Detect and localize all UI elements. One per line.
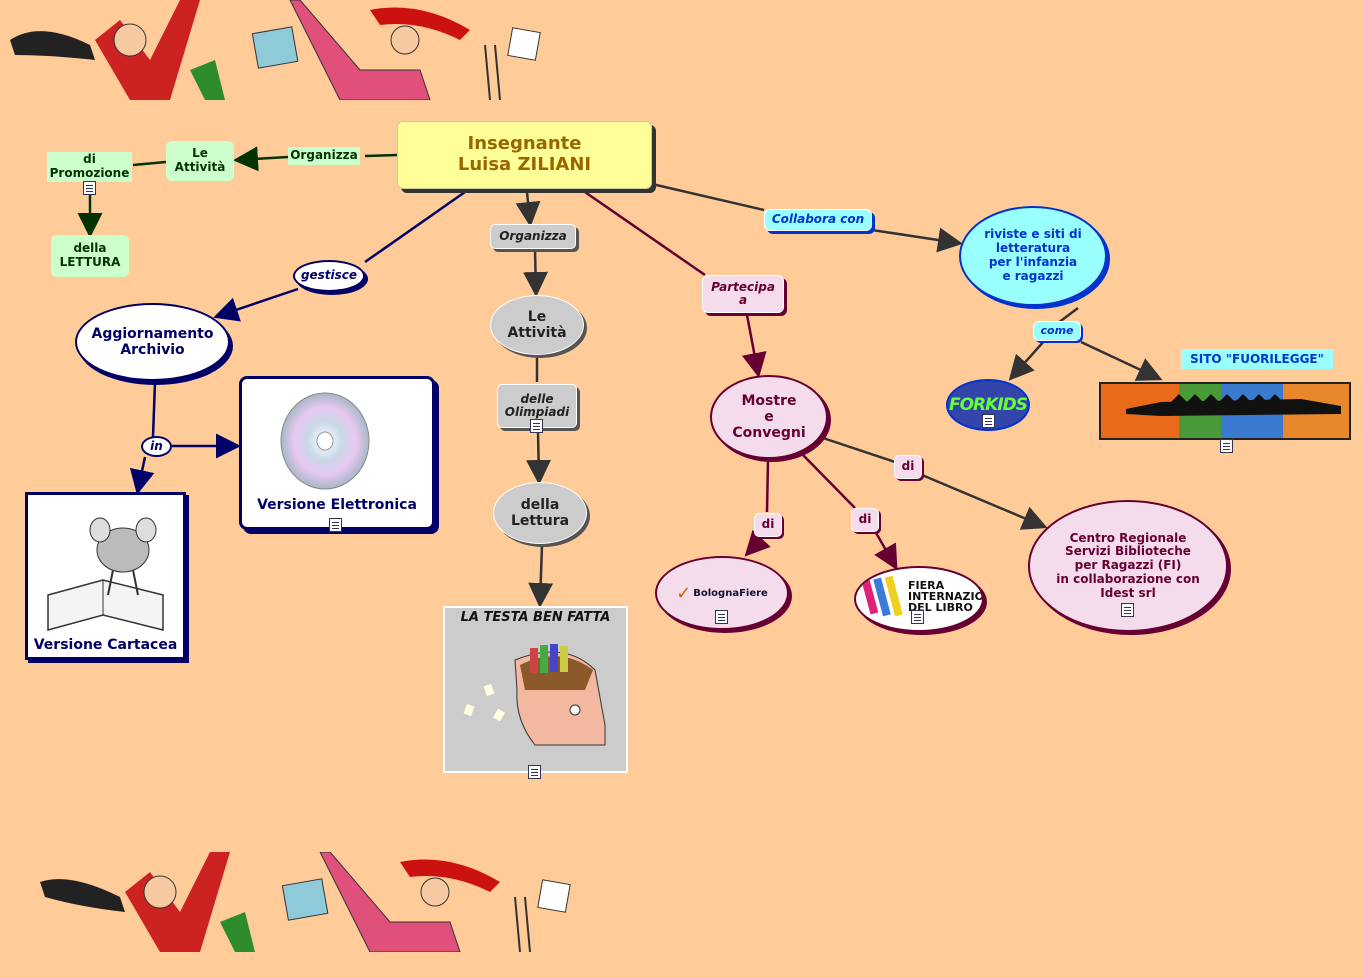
document-icon-bologna[interactable] xyxy=(715,610,728,624)
central-node-line2: Luisa ZILIANI xyxy=(457,154,592,175)
document-icon-promozione[interactable] xyxy=(83,181,96,195)
central-node-insegnante[interactable]: Insegnante Luisa ZILIANI xyxy=(397,121,652,189)
link-label-in[interactable]: in xyxy=(141,436,172,457)
testa-ben-fatta-title: LA TESTA BEN FATTA xyxy=(460,610,611,625)
bologna-fiere-logo-text: BolognaFiere xyxy=(693,587,768,599)
node-versione-cartacea[interactable]: Versione Cartacea xyxy=(25,492,186,660)
crocodile-banner-image xyxy=(1101,384,1349,438)
node-forkids[interactable]: FORKIDS xyxy=(946,379,1030,431)
versione-elettronica-label: Versione Elettronica xyxy=(257,497,417,513)
node-le-attivita-center[interactable]: Le Attività xyxy=(490,295,584,355)
link-label-di-1[interactable]: di xyxy=(754,513,782,537)
checkmark-logo-icon: ✓ xyxy=(676,582,692,604)
link-label-collabora-con[interactable]: Collabora con xyxy=(764,209,872,231)
forkids-logo-text: FORKIDS xyxy=(948,395,1028,415)
node-fuorilegge-banner[interactable] xyxy=(1099,382,1351,440)
link-label-partecipa-a[interactable]: Partecipa a xyxy=(702,275,784,313)
document-icon-olimpiadi[interactable] xyxy=(530,419,543,433)
document-icon-fiera[interactable] xyxy=(911,610,924,624)
fiera-logo-text: FIERA INTERNAZIO DEL LIBRO xyxy=(908,579,984,614)
document-icon-centro[interactable] xyxy=(1121,603,1134,617)
node-aggiornamento-archivio[interactable]: Aggiornamento Archivio xyxy=(75,303,230,381)
document-icon-testa[interactable] xyxy=(528,765,541,779)
top-banner-illustration xyxy=(0,0,560,100)
fiera-stripes-logo xyxy=(861,575,903,617)
sito-fuorilegge-label[interactable]: SITO "FUORILEGGE" xyxy=(1181,349,1333,369)
document-icon-forkids[interactable] xyxy=(982,414,995,428)
cd-disc-image xyxy=(280,392,370,490)
link-label-organizza-left[interactable]: Organizza xyxy=(288,147,360,165)
link-label-organizza-center[interactable]: Organizza xyxy=(490,224,576,249)
link-label-gestisce[interactable]: gestisce xyxy=(293,260,365,292)
link-label-di-2[interactable]: di xyxy=(851,508,879,532)
node-mostre-e-convegni[interactable]: Mostre e Convegni xyxy=(710,375,828,459)
document-icon-elettronica[interactable] xyxy=(329,518,342,532)
link-label-come[interactable]: come xyxy=(1033,321,1081,341)
versione-cartacea-label: Versione Cartacea xyxy=(33,637,178,653)
bottom-banner-illustration xyxy=(30,852,590,952)
mouse-reading-book-image xyxy=(47,517,164,631)
node-la-testa-ben-fatta[interactable]: LA TESTA BEN FATTA xyxy=(443,606,628,773)
central-node-line1: Insegnante xyxy=(467,133,582,155)
document-icon-fuorilegge[interactable] xyxy=(1220,439,1233,453)
link-label-delle-olimpiadi[interactable]: delle Olimpiadi xyxy=(497,384,577,428)
node-della-lettura-center[interactable]: della Lettura xyxy=(493,482,587,544)
node-di-promozione[interactable]: di Promozione xyxy=(47,152,132,182)
link-label-di-3[interactable]: di xyxy=(894,455,922,479)
head-with-books-image xyxy=(463,644,606,746)
node-della-lettura-upper[interactable]: della LETTURA xyxy=(51,235,129,277)
node-le-attivita-left[interactable]: Le Attività xyxy=(166,141,234,181)
node-riviste-e-siti[interactable]: riviste e siti di letteratura per l'infa… xyxy=(959,206,1107,306)
node-versione-elettronica[interactable]: Versione Elettronica xyxy=(239,376,435,530)
